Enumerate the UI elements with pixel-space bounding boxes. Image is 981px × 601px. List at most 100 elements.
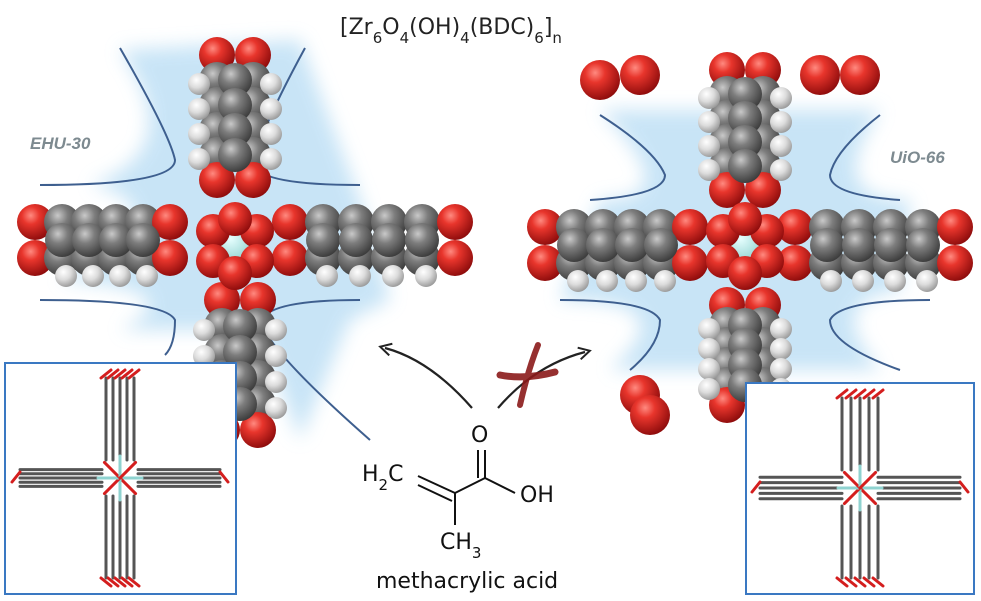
hydrogen-atom bbox=[884, 270, 906, 292]
bond-stick bbox=[99, 368, 113, 380]
bond-stick bbox=[113, 576, 127, 588]
hydrogen-atom bbox=[916, 270, 938, 292]
bond-stick bbox=[853, 388, 867, 400]
oxygen-atom bbox=[728, 256, 762, 290]
hydrogen-atom bbox=[770, 87, 792, 109]
bond-stick bbox=[844, 388, 858, 400]
hydrogen-atom bbox=[260, 148, 282, 170]
oxygen-atom bbox=[152, 204, 188, 240]
hydrogen-atom bbox=[625, 270, 647, 292]
bond-stick bbox=[102, 476, 122, 496]
hydrogen-atom bbox=[698, 135, 720, 157]
oxygen-atom bbox=[272, 240, 308, 276]
hydrogen-atom bbox=[698, 378, 720, 400]
bond-stick bbox=[120, 368, 134, 380]
oxygen-atom bbox=[199, 162, 235, 198]
carbon-atom bbox=[218, 88, 252, 122]
bond-stick bbox=[127, 368, 141, 380]
bond-stick bbox=[106, 576, 120, 588]
hydrogen-atom bbox=[82, 265, 104, 287]
carbon-atom bbox=[72, 223, 106, 257]
ehu30-space-filling-model bbox=[17, 37, 473, 448]
hydrogen-atom bbox=[349, 265, 371, 287]
carbon-atom bbox=[644, 228, 678, 262]
oxygen-atom bbox=[672, 245, 708, 281]
carbon-atom bbox=[874, 228, 908, 262]
oxygen-atom bbox=[240, 412, 276, 448]
carbon-atom bbox=[728, 125, 762, 159]
ehu30-stick-inset bbox=[4, 362, 237, 595]
reaction-arrow-icon bbox=[385, 348, 473, 409]
carbon-atom bbox=[218, 113, 252, 147]
bond-stick bbox=[118, 476, 138, 496]
hydrogen-atom bbox=[770, 159, 792, 181]
carbon-atom bbox=[372, 223, 406, 257]
bond-stick bbox=[127, 576, 141, 588]
carbon-atom bbox=[557, 228, 591, 262]
hydrogen-atom bbox=[55, 265, 77, 287]
carbon-atom bbox=[306, 223, 340, 257]
bond-stick bbox=[120, 576, 134, 588]
methacrylic-acid-structure bbox=[417, 450, 516, 525]
carbon-atom bbox=[728, 77, 762, 111]
oxygen-atom bbox=[240, 282, 276, 318]
hydrogen-atom bbox=[820, 270, 842, 292]
bond-stick bbox=[871, 576, 885, 588]
hydrogen-atom bbox=[770, 318, 792, 340]
carbon-atom bbox=[906, 228, 940, 262]
hydrogen-atom bbox=[567, 270, 589, 292]
hydrogen-atom bbox=[265, 345, 287, 367]
carbon-atom bbox=[842, 228, 876, 262]
carbon-atom bbox=[810, 228, 844, 262]
carbon-atom bbox=[223, 309, 257, 343]
bond-stick bbox=[862, 388, 876, 400]
right-pore-outlines bbox=[559, 114, 931, 371]
hydrogen-atom bbox=[596, 270, 618, 292]
bond-stick bbox=[118, 460, 138, 480]
carbonyl-oxygen: O bbox=[471, 423, 488, 448]
carbon-atom bbox=[218, 138, 252, 172]
bond-stick bbox=[102, 460, 122, 480]
oxygen-atom bbox=[235, 37, 271, 73]
hydrogen-atom bbox=[260, 73, 282, 95]
oxygen-atom bbox=[218, 256, 252, 290]
carbon-atom bbox=[405, 223, 439, 257]
bond-stick bbox=[858, 486, 878, 506]
hydrogen-atom bbox=[852, 270, 874, 292]
oxygen-atom bbox=[437, 204, 473, 240]
hydrogen-atom bbox=[265, 319, 287, 341]
hydrogen-atom bbox=[260, 98, 282, 120]
carbon-atom bbox=[126, 223, 160, 257]
oxygen-atom bbox=[937, 245, 973, 281]
hydrogen-atom bbox=[382, 265, 404, 287]
hydrogen-atom bbox=[193, 345, 215, 367]
bond-stick bbox=[958, 480, 970, 494]
hydrogen-atom bbox=[260, 123, 282, 145]
blocked-cross-icon bbox=[496, 342, 559, 408]
carbon-atom bbox=[99, 223, 133, 257]
hydrogen-atom bbox=[698, 318, 720, 340]
oxygen-atom bbox=[620, 55, 660, 95]
oxygen-atom bbox=[199, 37, 235, 73]
oxygen-atom bbox=[840, 55, 880, 95]
oxygen-atom bbox=[728, 202, 762, 236]
bond-stick bbox=[842, 470, 862, 490]
oxygen-atom bbox=[672, 209, 708, 245]
hydrogen-atom bbox=[188, 123, 210, 145]
hydrogen-atom bbox=[698, 338, 720, 360]
uio66-stick-inset bbox=[745, 382, 975, 595]
bond-stick bbox=[10, 470, 22, 484]
hydroxyl-group: OH bbox=[520, 483, 554, 508]
carbon-atom bbox=[339, 223, 373, 257]
bond-stick bbox=[835, 388, 849, 400]
hydrogen-atom bbox=[188, 148, 210, 170]
carbon-atom bbox=[728, 149, 762, 183]
oxygen-atom bbox=[204, 282, 240, 318]
oxygen-atom bbox=[218, 202, 252, 236]
hydrogen-atom bbox=[770, 135, 792, 157]
oxygen-atom bbox=[527, 245, 563, 281]
hydrogen-atom bbox=[698, 111, 720, 133]
carbon-atom bbox=[615, 228, 649, 262]
hydrogen-atom bbox=[188, 98, 210, 120]
oxygen-atom bbox=[527, 209, 563, 245]
